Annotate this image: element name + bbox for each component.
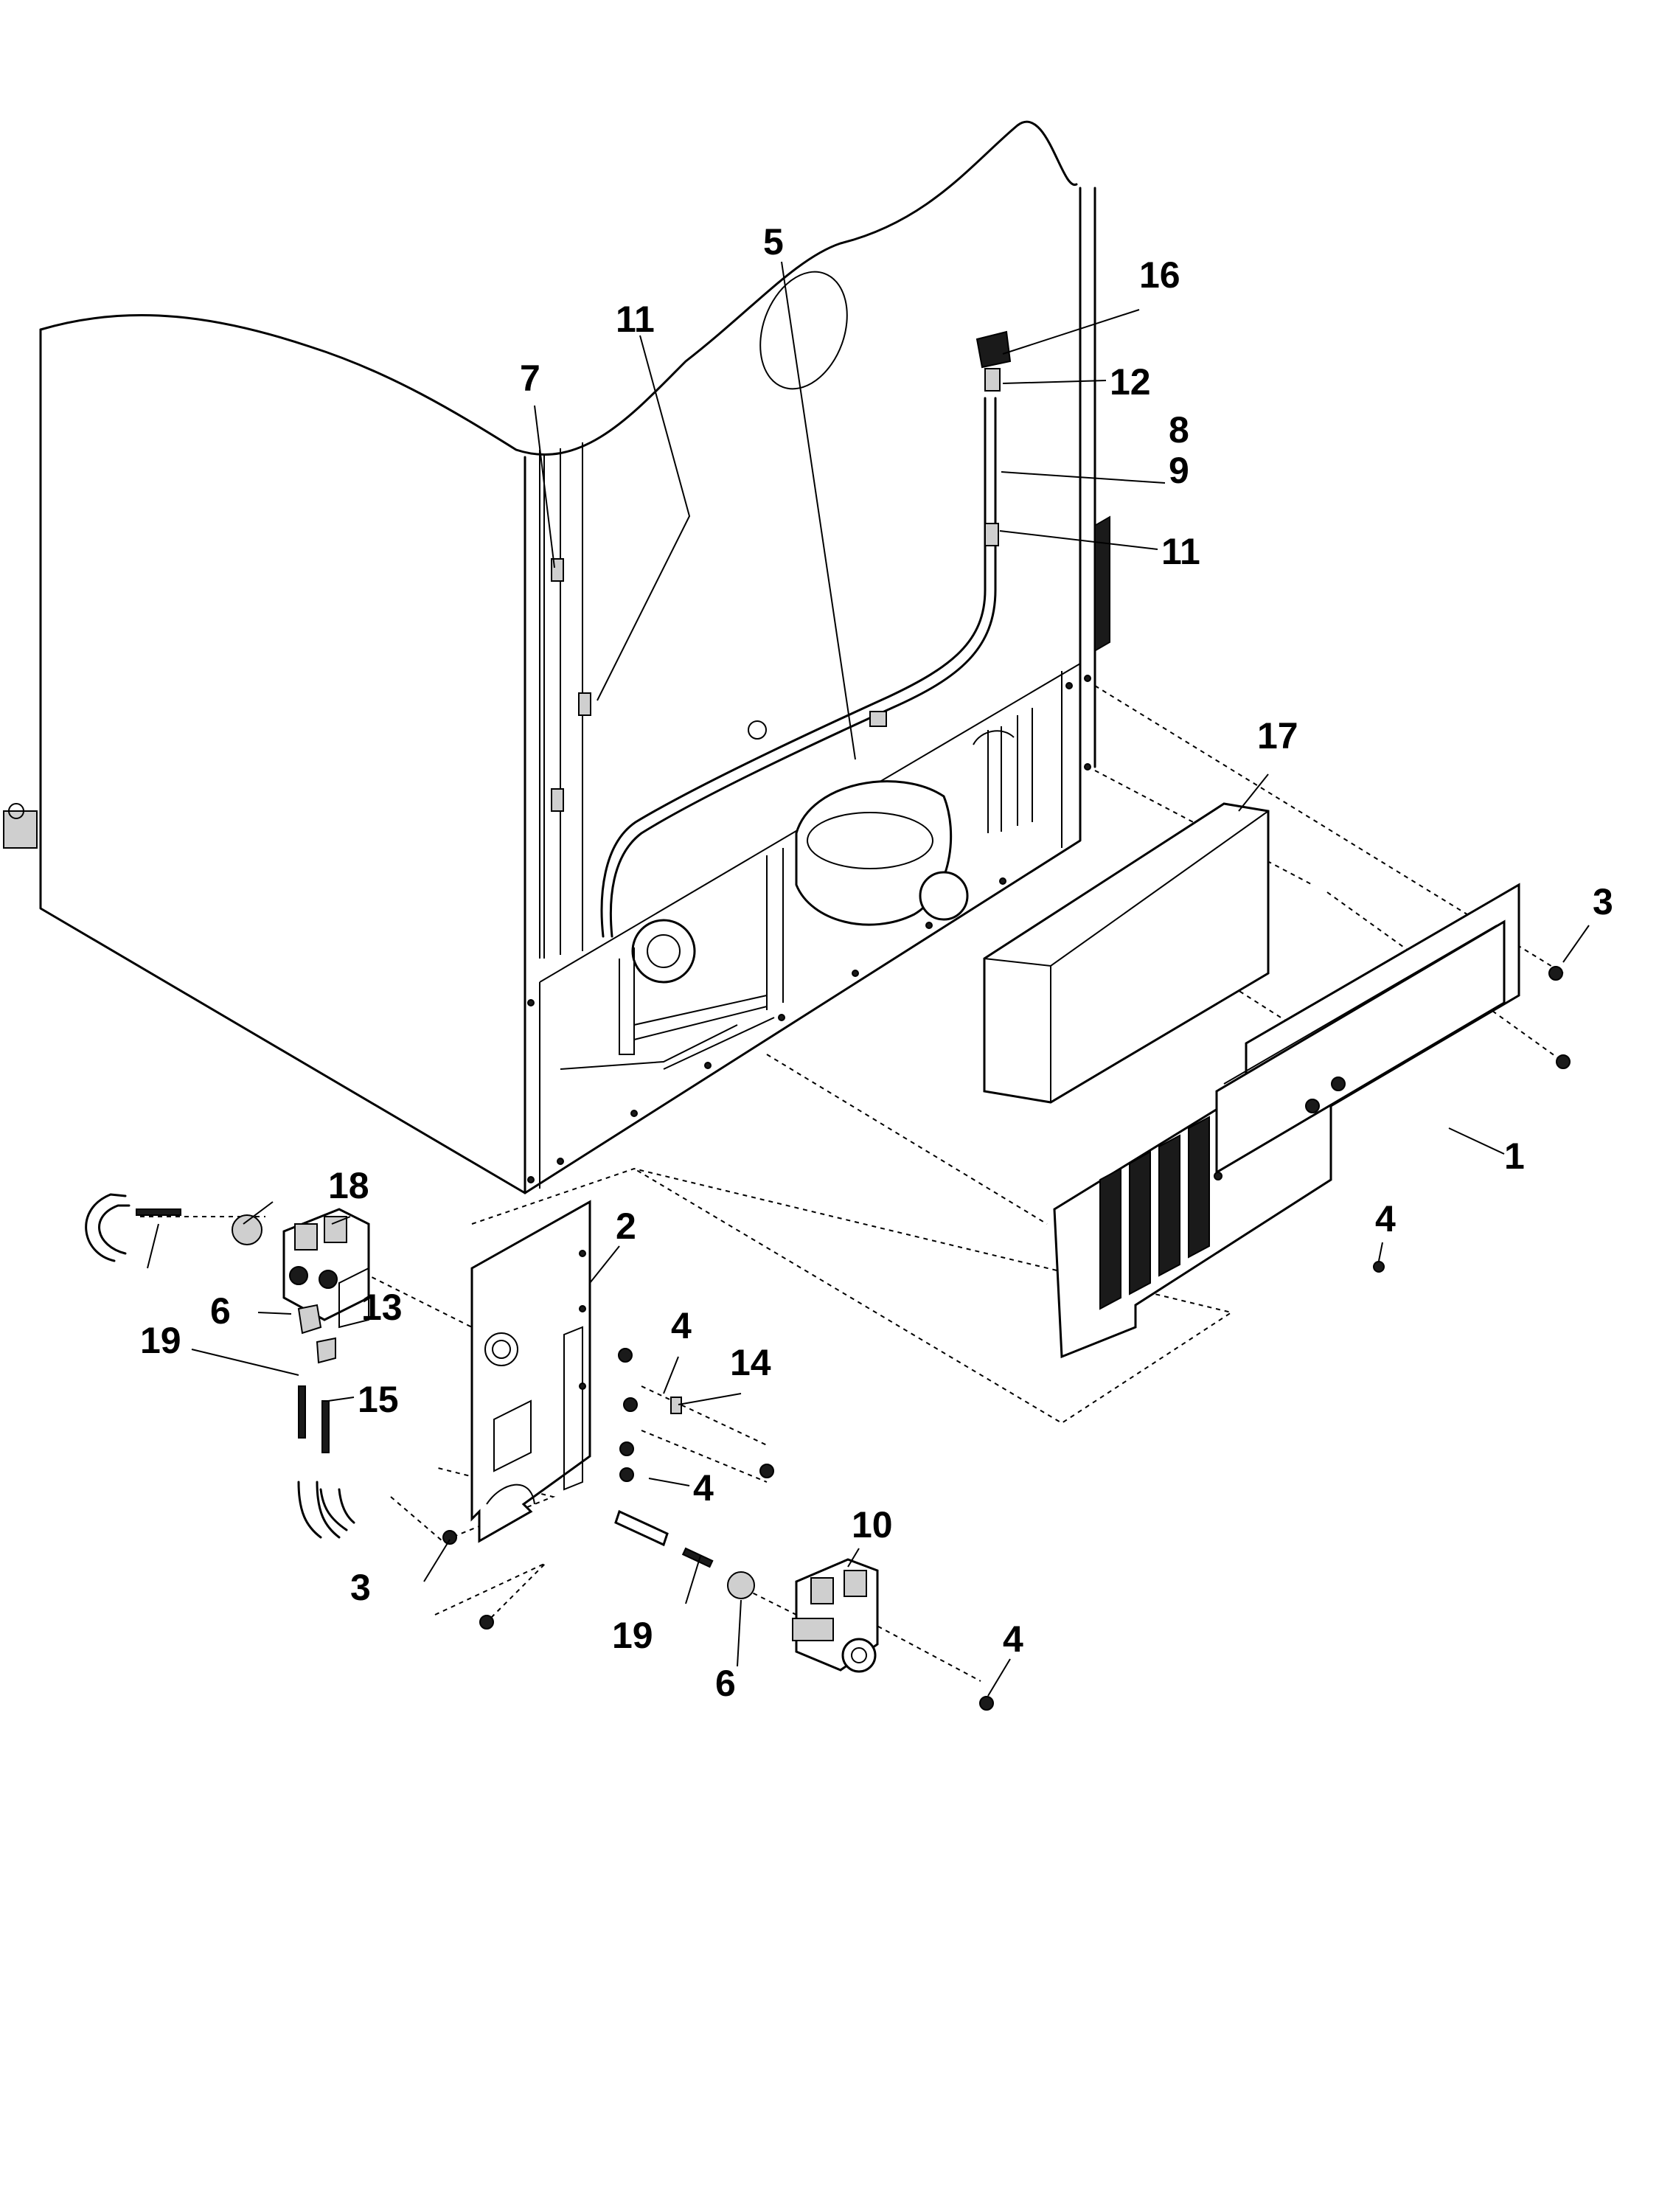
- filter-cap: [975, 330, 1012, 369]
- access-cover: [1053, 515, 1520, 1359]
- callout-11-right: 11: [1161, 531, 1200, 572]
- refrigerator-cabinet: [3, 121, 1096, 1194]
- callout-3-right: 3: [1593, 881, 1613, 922]
- fitting-nut-lower: [727, 1571, 755, 1599]
- callout-5: 5: [763, 221, 784, 262]
- tube-clip-11-right: [984, 523, 999, 546]
- callout-6-lower: 6: [715, 1663, 736, 1704]
- callout-4-bracket-top: 4: [671, 1305, 692, 1346]
- callout-19-left: 19: [140, 1320, 181, 1361]
- callout-12: 12: [1110, 361, 1151, 403]
- callout-17: 17: [1257, 715, 1298, 757]
- callout-10: 10: [852, 1504, 893, 1545]
- callout-4-valve: 4: [1003, 1618, 1023, 1660]
- callout-7: 7: [520, 358, 540, 399]
- valve-bracket: [470, 1200, 591, 1543]
- callout-14: 14: [730, 1342, 771, 1383]
- callout-13: 13: [361, 1287, 403, 1328]
- leader-lines: [147, 261, 1590, 1697]
- callout-1: 1: [1504, 1135, 1525, 1177]
- callout-15: 15: [358, 1379, 399, 1420]
- callout-8: 8: [1169, 409, 1189, 451]
- tube-insert: [614, 1509, 669, 1547]
- callout-9: 9: [1169, 450, 1189, 491]
- screws: [442, 966, 1571, 1711]
- vent-grille: [1099, 1116, 1210, 1310]
- callout-16: 16: [1139, 254, 1180, 296]
- callout-3-left: 3: [350, 1567, 371, 1608]
- tube-fitting: [984, 368, 1001, 392]
- fitting-nut: [232, 1214, 262, 1245]
- callout-4-bracket-bottom: 4: [693, 1467, 714, 1509]
- callout-2: 2: [616, 1206, 636, 1247]
- callout-18: 18: [328, 1165, 369, 1206]
- tube-clip-11-left: [578, 692, 591, 716]
- callout-labels: 1 2 3 3 4 4 4 4 5 6 6 7 8 9 10 11 11 12 …: [140, 221, 1613, 1704]
- callout-11-left: 11: [616, 299, 655, 340]
- callout-19-bottom: 19: [612, 1615, 653, 1656]
- callout-6-upper: 6: [210, 1290, 231, 1332]
- water-valve-lower: [614, 1509, 879, 1673]
- callout-4-cover: 4: [1375, 1198, 1396, 1239]
- water-valve-upper: [85, 1193, 370, 1539]
- insulation-block: [983, 802, 1270, 1104]
